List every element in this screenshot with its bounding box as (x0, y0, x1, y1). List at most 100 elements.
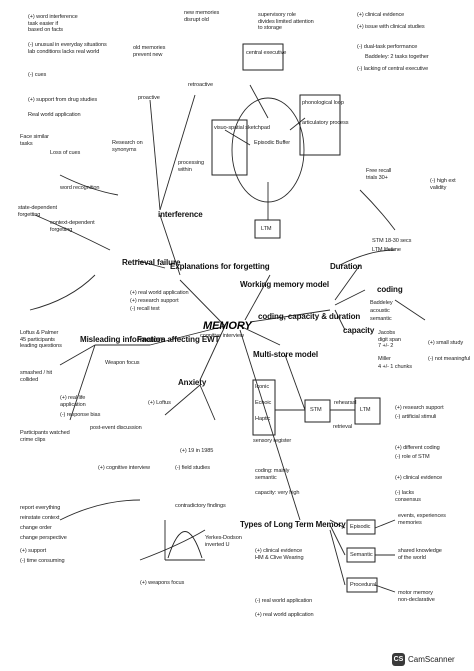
note-tr3: (-) dual-task performance (357, 44, 418, 50)
note-br3: (+) different coding (395, 445, 440, 451)
note-em4: (-) field studies (175, 465, 210, 471)
note-br8: events, experiences memories (398, 513, 446, 526)
note-em13: (-) time consuming (20, 558, 65, 564)
note-el4: (-) response bias (60, 412, 101, 418)
note-em2: (+) Loftus (148, 400, 171, 406)
msm-sensory-register: sensory register (253, 438, 292, 444)
note-em12: (+) support (20, 548, 47, 554)
msm-ltm: LTM (360, 407, 371, 413)
note-em1: Yerkes-Dodson inverted U (205, 535, 242, 548)
wmm-ltm: LTM (261, 226, 272, 232)
branch-explanations-forgetting: Explanations for forgetting (170, 262, 270, 271)
note-em6: (+) weapons focus (140, 580, 185, 586)
ltm-semantic: Semantic (350, 552, 373, 558)
note-ml7: state-dependent forgetting (18, 205, 57, 218)
note-br11: (+) clinical evidence HM & Clive Wearing (255, 548, 304, 561)
note-tr5: (-) lacking of central executive (357, 66, 429, 72)
note-tm4: old memories prevent new (133, 45, 166, 58)
note-tm2: proactive (138, 95, 160, 101)
note-el1: Loftus & Palmer 45 participants leading … (20, 330, 62, 350)
note-ml4: processing within (178, 160, 205, 173)
note-em3: (+) 19 in 1985 (180, 448, 214, 454)
center-subtitle: cognitive interview (200, 333, 244, 339)
note-em9: reinstate context (20, 515, 60, 521)
wmm-visuo-spatial: visuo-spatial sketchpad (214, 125, 270, 131)
note-em10: change order (20, 525, 52, 531)
branch-working-memory: Working memory model (240, 280, 329, 289)
note-br4: (-) role of STM (395, 454, 430, 460)
note-mr5: semantic (370, 316, 392, 322)
note-br7: (+) real world application (255, 612, 314, 618)
note-em8: report everything (20, 505, 61, 511)
note-br5: (+) clinical evidence (395, 475, 443, 481)
branch-duration: Duration (330, 262, 363, 271)
note-ml8: (+) real world application (130, 290, 189, 296)
note-ml10: (-) recall test (130, 306, 160, 312)
branch-types-ltm: Types of Long Term Memory (240, 520, 346, 529)
ltm-procedural: Procedural (350, 582, 377, 588)
note-mr1: Free recall trials 30+ (366, 168, 392, 181)
note-ml5: word recognition (60, 185, 100, 191)
note-el5: post-event discussion (90, 425, 142, 431)
note-el6: Participants watched crime clips (20, 430, 70, 443)
note-el3: (+) real life application (60, 395, 86, 408)
note-mr7: Miller (378, 356, 391, 362)
note-tr1: (+) clinical evidence (357, 12, 405, 18)
camscanner-logo-icon: CS (392, 653, 405, 666)
note-mr3: Baddeley (370, 300, 393, 306)
branch-coding-capacity-duration: coding, capacity & duration (258, 312, 361, 321)
note-mr9: (-) not meaningful (428, 356, 471, 362)
note-mr2: (-) high ext validity (430, 178, 456, 191)
msm-stm: STM (310, 407, 322, 413)
branch-coding: coding (377, 285, 403, 294)
note-br13: capacity: very high (255, 490, 300, 496)
note-mr12: LTM lifetime (372, 247, 401, 253)
wmm-articulatory: articulatory process (302, 120, 349, 126)
connector-lines (29, 43, 426, 593)
note-br2: (-) artificial stimuli (395, 414, 437, 420)
note-em11: change perspective (20, 535, 67, 541)
note-br9: shared knowledge of the world (398, 548, 442, 561)
note-el7: Weapon focus (105, 360, 140, 366)
note-tl3: (-) cues (28, 72, 47, 78)
note-mr8: (+) small study (428, 340, 464, 346)
note-br6: (-) lacks consensus (395, 490, 421, 503)
wmm-episodic-buffer: Episodic Buffer (254, 140, 291, 146)
note-tr2: (+) issue with clinical studies (357, 24, 425, 30)
msm-store-haptic: Haptic (255, 416, 271, 422)
note-em5: contradictory findings (175, 503, 226, 509)
branch-misleading-info: Misleading information (80, 335, 166, 344)
note-mr10: 4 +/- 1 chunks (378, 364, 412, 370)
note-tm3: retroactive (188, 82, 214, 88)
camscanner-brand-name: CamScanner (408, 655, 455, 664)
note-ml9: (+) research support (130, 298, 179, 304)
note-mr4: acoustic (370, 308, 390, 314)
note-ml1: Face similar tasks (20, 134, 49, 147)
note-br12: (-) real world application (255, 598, 313, 604)
note-tm5: new memories disrupt old (184, 10, 220, 23)
branch-retrieval-failure: Retrieval failure (122, 258, 181, 267)
note-tl1: (+) word interference task easier if bas… (28, 14, 78, 34)
note-br10: motor memory non-declarative (398, 590, 435, 603)
msm-retrieval: retrieval (333, 424, 352, 430)
branch-interference: interference (158, 210, 203, 219)
branch-factors-ewt: Factors affecting EWT (137, 335, 220, 344)
inverted-u-graph (164, 520, 205, 561)
msm-store-iconic: Iconic (255, 384, 270, 390)
branch-capacity: capacity (343, 326, 375, 335)
wmm-central-executive: central executive (246, 50, 287, 56)
note-ml6: context-dependent forgetting (50, 220, 95, 233)
note-tr4: Baddeley: 2 tasks together (365, 54, 429, 60)
ltm-episodic: Episodic (350, 524, 371, 530)
scanner-footer (0, 650, 474, 671)
note-tl2: (-) unusual in everyday situations lab c… (28, 42, 107, 55)
note-tl5: Real world application (28, 112, 81, 118)
note-mr11: STM 18-30 secs (372, 238, 412, 244)
msm-store-echoic: Echoic (255, 400, 272, 406)
note-ml2: Loss of cues (50, 150, 81, 156)
note-tl4: (+) support from drug studies (28, 97, 98, 103)
note-el2: smashed / hit collided (20, 370, 52, 383)
note-br1: (+) research support (395, 405, 444, 411)
center-title: MEMORY (203, 320, 252, 332)
msm-rehearsal: rehearsal (334, 400, 357, 406)
